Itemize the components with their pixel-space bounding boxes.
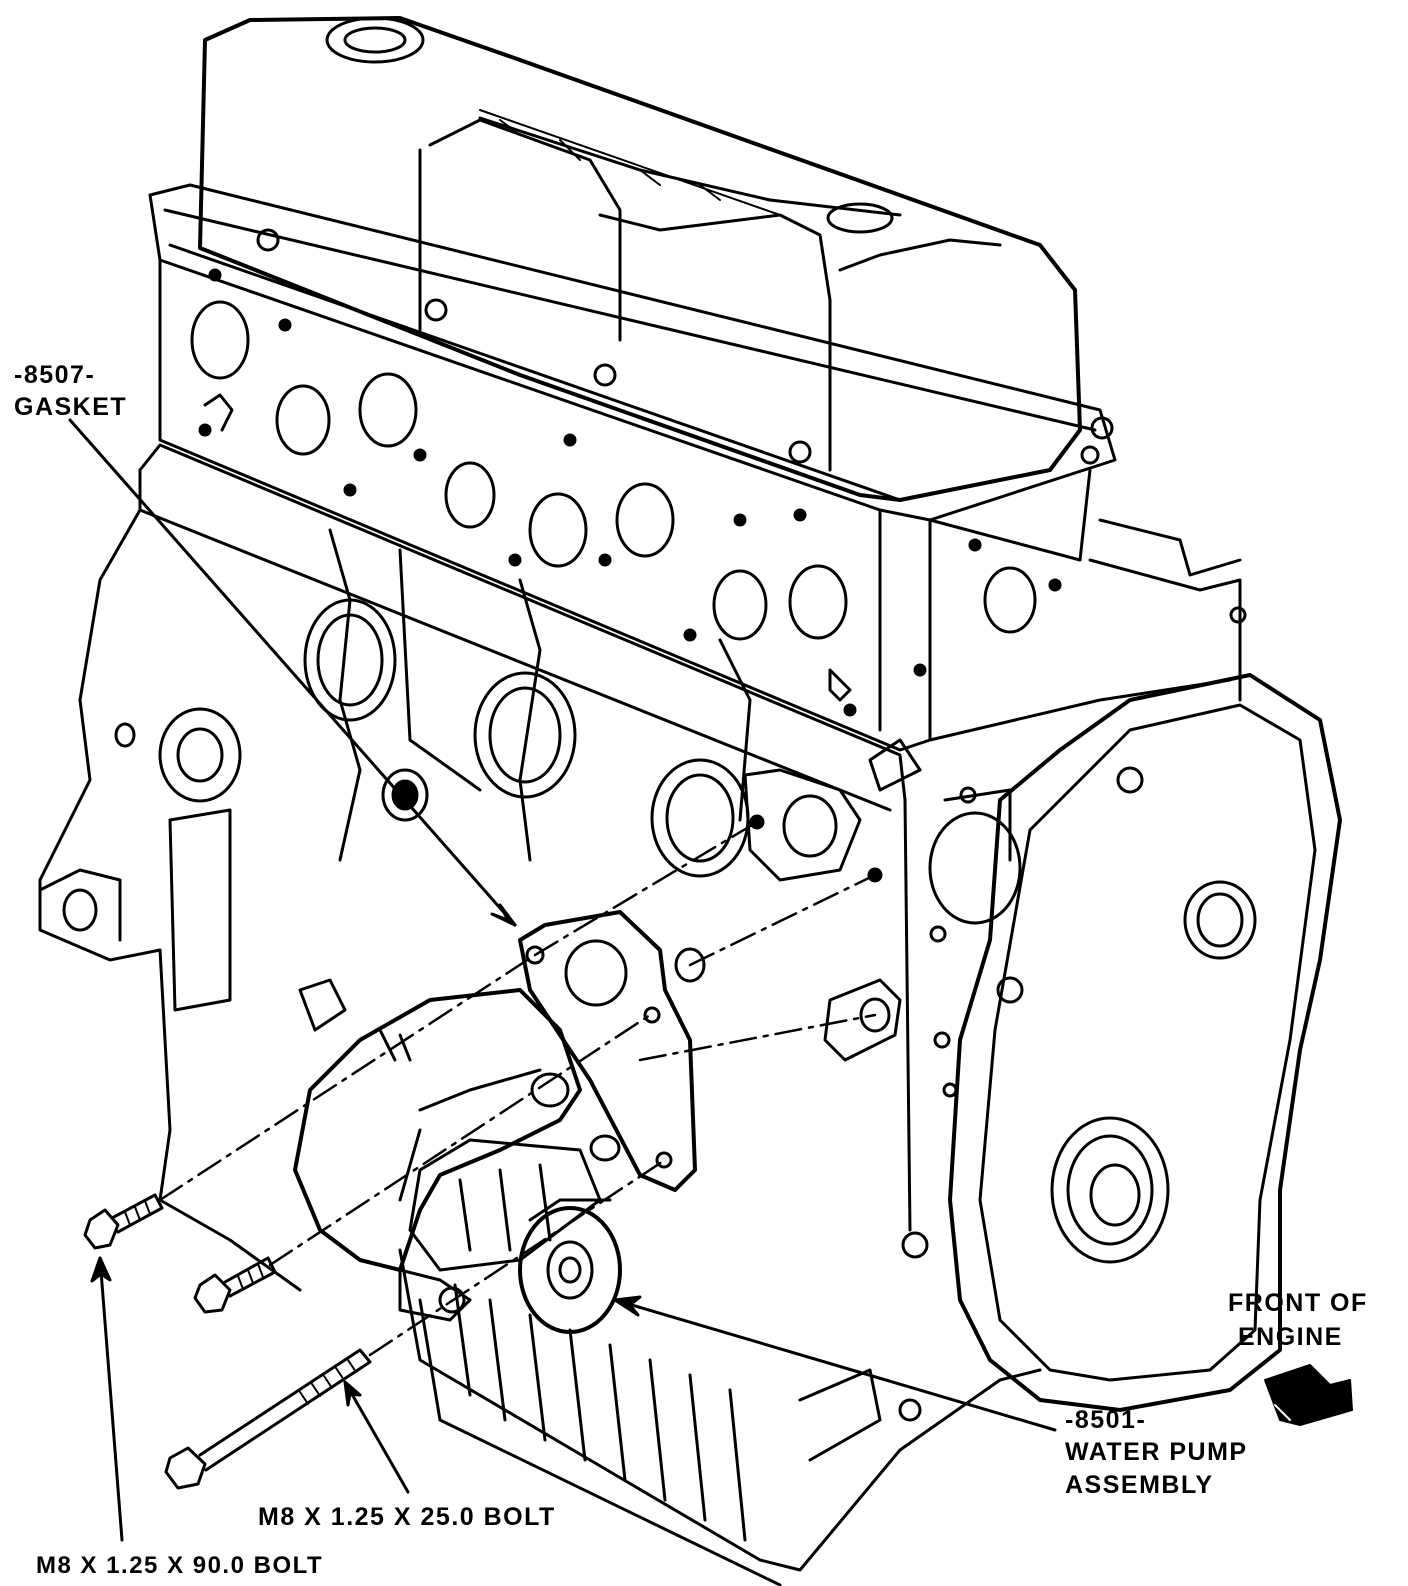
bolt-long-leader: [98, 1256, 124, 1542]
front-of-engine-line1: FRONT OF: [1228, 1289, 1368, 1317]
front-of-engine-line2: ENGINE: [1238, 1323, 1343, 1351]
bolt-25-label: M8 X 1.25 X 25.0 BOLT: [258, 1503, 556, 1531]
engine-block: [38, 443, 1242, 1292]
valve-cover: [198, 16, 1082, 502]
bolt-long: [164, 1348, 372, 1490]
gasket-leader: [68, 418, 517, 927]
oil-pan: [398, 1248, 1042, 1586]
water-pump-label-line2: ASSEMBLY: [1065, 1471, 1214, 1499]
gasket-label: GASKET: [14, 393, 128, 421]
front-arrow-icon: [1264, 1364, 1353, 1426]
alignment-lines: [158, 820, 877, 1357]
bolt-short-leader: [343, 1380, 410, 1494]
bolt-short-upper: [83, 1193, 164, 1250]
water-pump-part: [293, 988, 622, 1334]
gasket-part: [518, 910, 697, 1192]
gasket-part-number: -8507-: [14, 361, 96, 389]
bolts: [83, 1193, 372, 1490]
front-timing-cover: [901, 606, 1342, 1412]
leader-lines: [68, 418, 1057, 1542]
cylinder-head: [158, 258, 1092, 752]
water-pump-leader: [613, 1298, 1057, 1432]
valve-cover-gasket-flange: [148, 183, 1117, 522]
bolt-90-label: M8 X 1.25 X 90.0 BOLT: [36, 1552, 324, 1579]
water-pump-part-number: -8501-: [1065, 1406, 1147, 1434]
bolt-short-lower: [193, 1256, 277, 1314]
water-pump-label-line1: WATER PUMP: [1065, 1438, 1248, 1466]
